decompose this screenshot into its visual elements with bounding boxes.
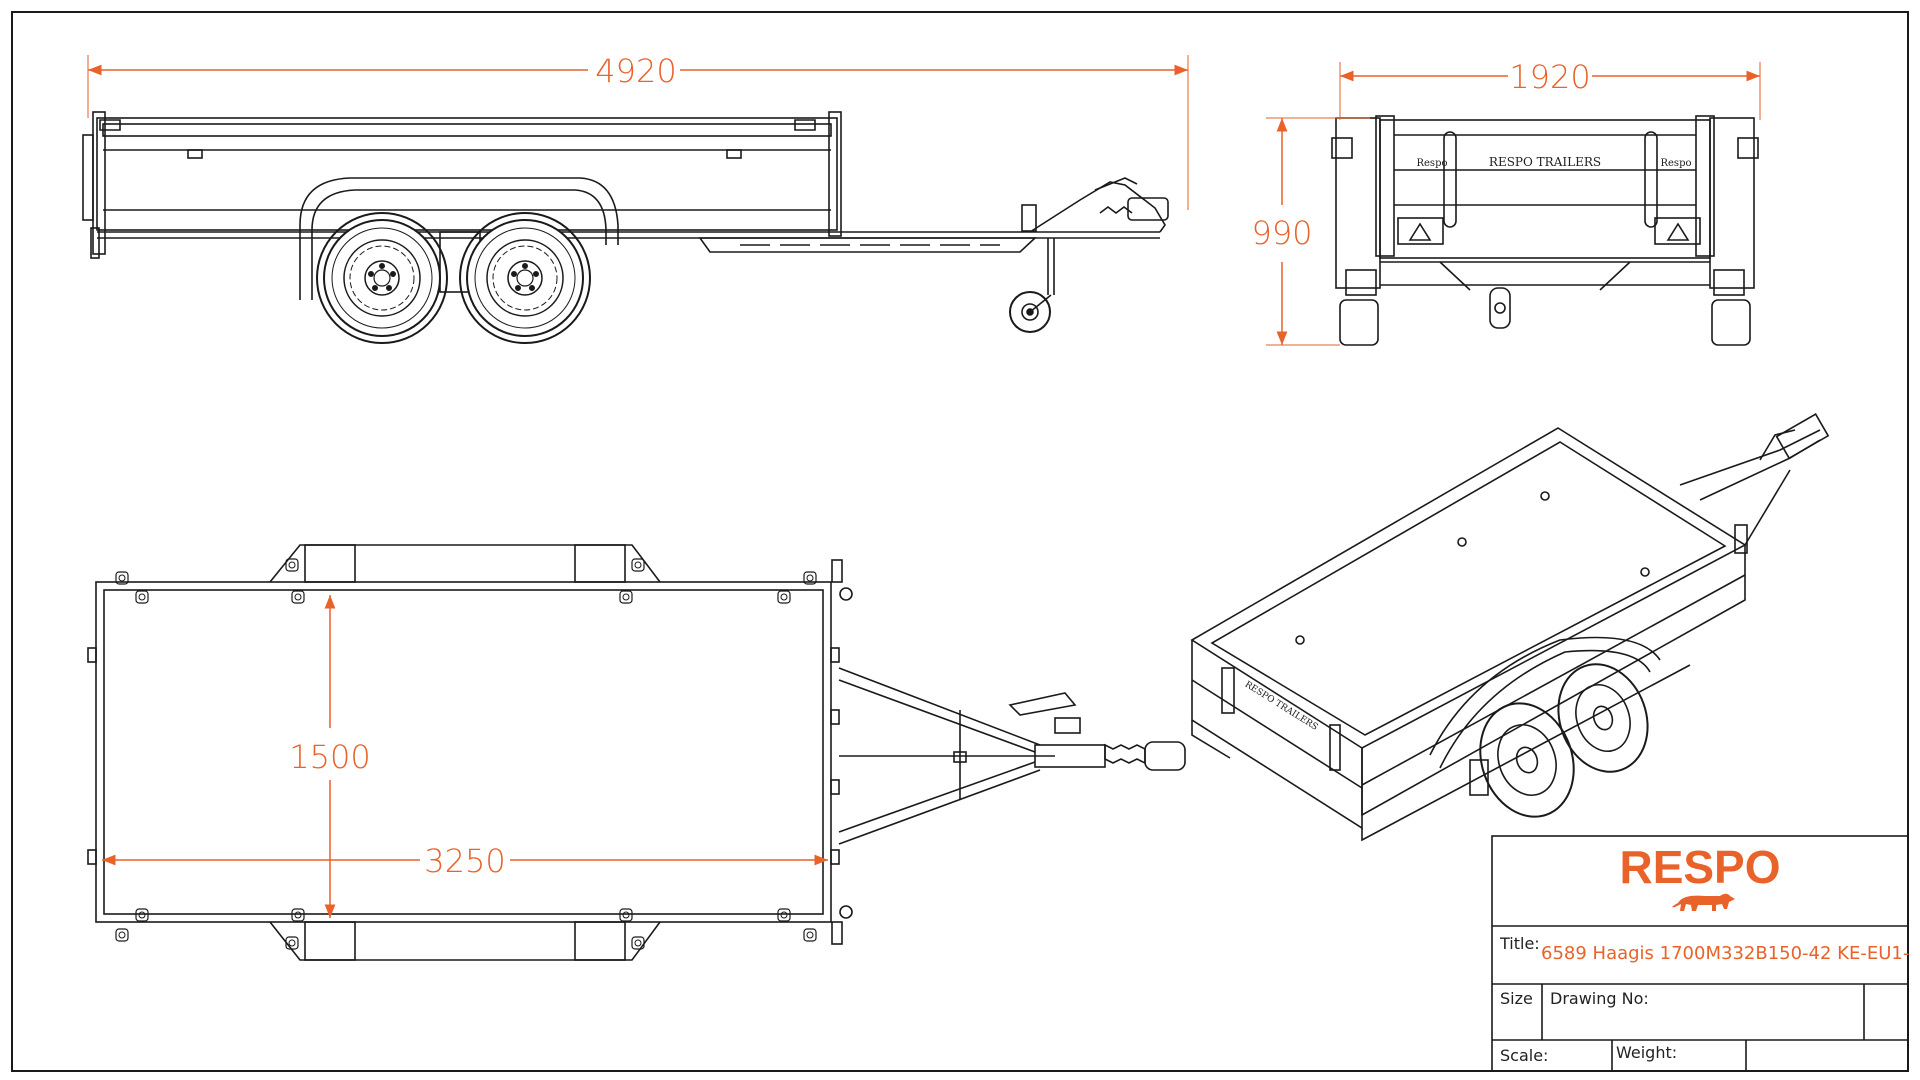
- scale-label: Scale:: [1500, 1046, 1548, 1065]
- title-label: Title:: [1499, 934, 1540, 953]
- title-block: [1491, 835, 1909, 1072]
- dim-text-990: 990: [1251, 214, 1312, 252]
- dim-rear-height: 990: [1251, 117, 1370, 346]
- dim-text-1920: 1920: [1509, 58, 1590, 96]
- rear-brand-plate: RESPO TRAILERS: [1489, 155, 1601, 169]
- dim-rear-width: 1920: [1339, 58, 1761, 120]
- rear-view: [1331, 115, 1759, 346]
- isometric-view: [1190, 413, 1830, 842]
- top-view-bolts: [115, 558, 817, 950]
- dim-text-1500: 1500: [289, 738, 370, 776]
- size-label: Size: [1500, 989, 1533, 1008]
- sheet-border: [11, 11, 1909, 1072]
- drawing-no-label: Drawing No:: [1550, 989, 1649, 1008]
- iso-side-plate: RESPO TRAILERS: [1243, 680, 1320, 733]
- dim-text-3250: 3250: [424, 842, 505, 880]
- bull-logo-icon: [1672, 893, 1735, 911]
- top-view: [87, 544, 1186, 961]
- rear-badge-right: Respo: [1660, 158, 1691, 169]
- dim-side-length: 4920: [87, 52, 1189, 210]
- weight-label: Weight:: [1616, 1043, 1677, 1062]
- respo-logo-text: RESPO: [1619, 841, 1780, 893]
- dim-top-width: 1500: [289, 595, 371, 918]
- dim-text-4920: 4920: [595, 52, 676, 90]
- title-value: 6589 Haagis 1700M332B150-42 KE-EU1-: [1541, 943, 1909, 964]
- rear-badge-left: Respo: [1416, 158, 1447, 169]
- dim-top-length: 3250: [102, 842, 828, 880]
- side-view: [82, 111, 1169, 344]
